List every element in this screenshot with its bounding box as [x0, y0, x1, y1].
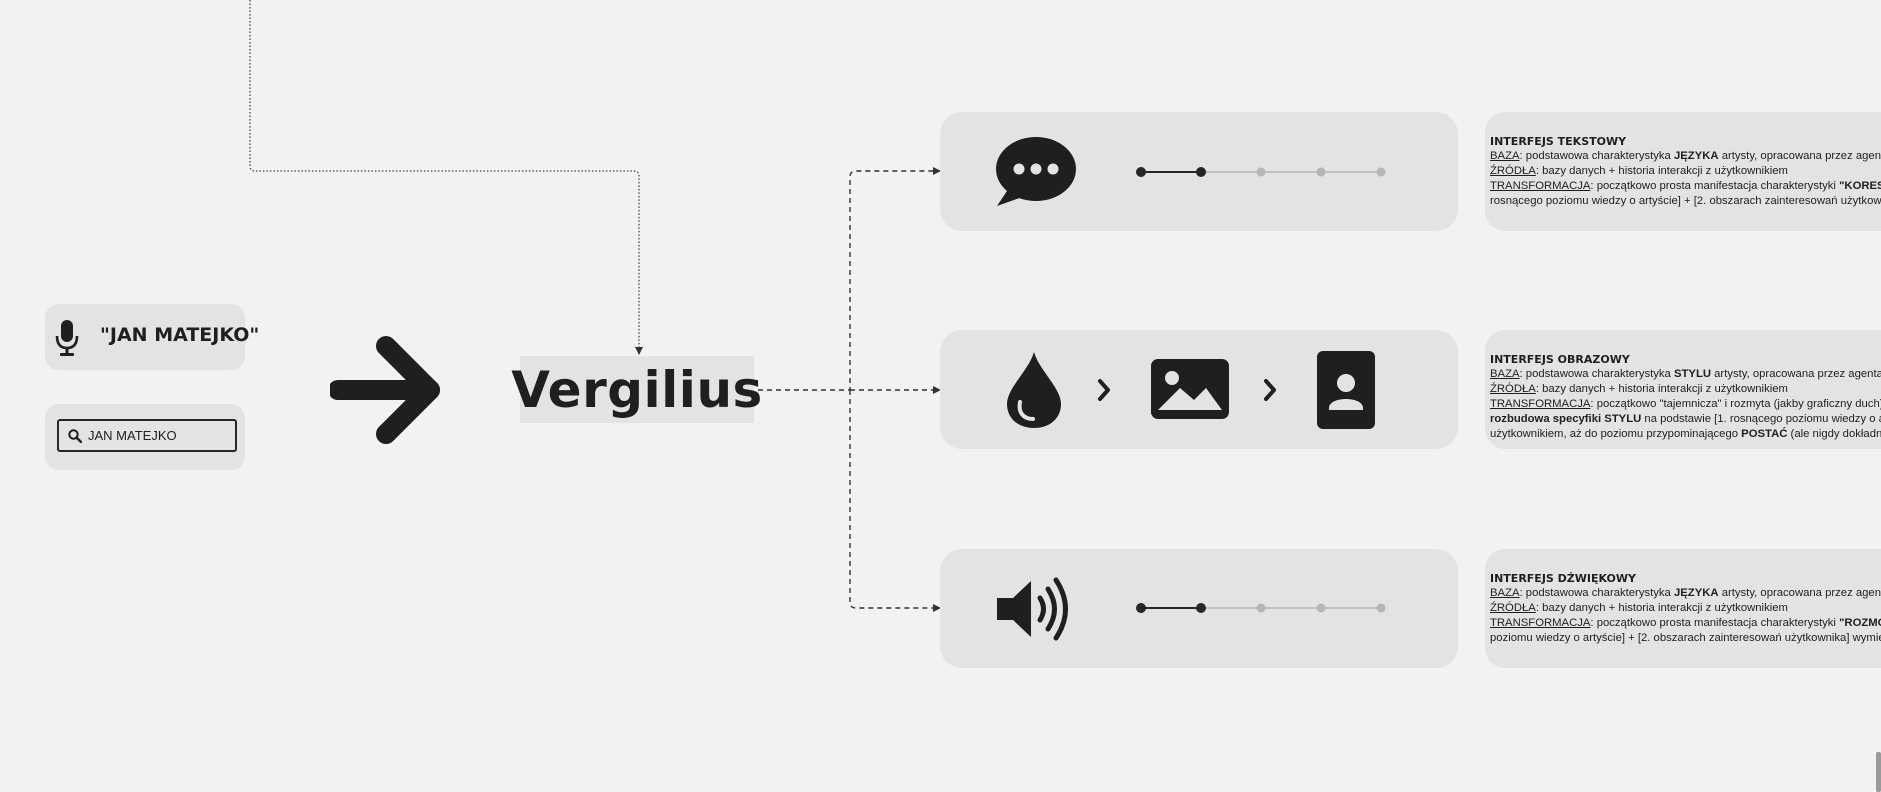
description-text: poziomu wiedzy o artyście] + [2. obszara… [1490, 632, 1881, 644]
microphone-icon [55, 320, 79, 356]
description-line: ŹRÓDŁA: bazy danych + historia interakcj… [1490, 164, 1881, 179]
description-key: TRANSFORMACJA [1490, 180, 1591, 192]
description-text: użytkownikiem, aż do poziomu przypominaj… [1490, 428, 1742, 440]
description-emphasis: rozbudowa specyfiki STYLU [1490, 413, 1642, 425]
audio-interface-lines: BAZA: podstawowa charakterystyka JĘZYKA … [1490, 586, 1881, 646]
audio-interface-description: INTERFEJS DŹWIĘKOWY BAZA: podstawowa cha… [1485, 549, 1881, 668]
description-line: BAZA: podstawowa charakterystyka JĘZYKA … [1490, 586, 1881, 601]
description-emphasis: STYLU [1673, 368, 1712, 380]
agent-name-box: Vergilius [511, 356, 762, 423]
visual-interface-title: INTERFEJS OBRAZOWY [1490, 353, 1630, 366]
description-key: TRANSFORMACJA [1490, 398, 1591, 410]
visual-interface-lines: BAZA: podstawowa charakterystyka STYLU a… [1490, 367, 1881, 442]
description-text: : podstawowa charakterystyka [1519, 587, 1674, 599]
description-key: BAZA [1490, 150, 1520, 162]
description-line: TRANSFORMACJA: początkowo prosta manifes… [1490, 179, 1881, 194]
description-line: TRANSFORMACJA: początkowo "tajemnicza" i… [1490, 397, 1881, 412]
description-emphasis: "KORESPON [1839, 180, 1881, 192]
top-input-connector [249, 0, 643, 355]
description-text: : początkowo "tajemnicza" i rozmyta (jak… [1590, 398, 1881, 410]
search-input[interactable]: JAN MATEJKO [57, 419, 237, 452]
progress-step [1376, 603, 1386, 613]
portrait-icon [1317, 351, 1375, 429]
audio-interface-title: INTERFEJS DŹWIĘKOWY [1490, 572, 1636, 585]
description-text: artysty, opracowana przez agenta w [1711, 368, 1881, 380]
ink-drop-icon [1007, 352, 1061, 428]
image-icon [1151, 359, 1229, 419]
description-emphasis: POSTAĆ [1741, 428, 1788, 440]
voice-query-text: "JAN MATEJKO" [100, 324, 260, 346]
agent-name: Vergilius [511, 360, 763, 419]
description-text: (ale nigdy dokładne [1787, 428, 1881, 440]
description-line: ŹRÓDŁA: bazy danych + historia interakcj… [1490, 382, 1881, 397]
description-emphasis: JĘZYKA [1673, 150, 1719, 162]
search-icon [68, 428, 82, 443]
progress-step-active [1136, 603, 1146, 613]
description-text: artysty, opracowana przez agenta w [1721, 150, 1881, 162]
audio-interface-progress [1136, 603, 1386, 613]
description-line: rosnącego poziomu wiedzy o artyście] + [… [1490, 194, 1881, 209]
description-line: BAZA: podstawowa charakterystyka STYLU a… [1490, 367, 1881, 382]
speaker-icon [997, 577, 1068, 641]
description-text: : podstawowa charakterystyka [1519, 368, 1674, 380]
description-text: : bazy danych + historia interakcji z uż… [1535, 165, 1788, 177]
progress-step-active [1136, 167, 1146, 177]
scrollbar-thumb[interactable] [1876, 752, 1881, 792]
text-interface-description: INTERFEJS TEKSTOWY BAZA: podstawowa char… [1485, 112, 1881, 231]
description-text: na podstawie [1. rosnącego poziomu wiedz… [1641, 413, 1881, 425]
description-key: ŹRÓDŁA [1490, 602, 1536, 614]
progress-step [1376, 167, 1386, 177]
description-key: BAZA [1490, 368, 1520, 380]
connector-to-text-interface [758, 167, 941, 391]
description-text: : bazy danych + historia interakcji z uż… [1535, 383, 1788, 395]
audio-interface-card [940, 549, 1458, 668]
progress-step [1256, 167, 1266, 177]
chevron-right-icon [1264, 379, 1276, 401]
chevron-right-icon [1098, 379, 1110, 401]
progress-step-active [1196, 603, 1206, 613]
description-key: TRANSFORMACJA [1490, 617, 1591, 629]
search-input-value: JAN MATEJKO [88, 428, 177, 443]
description-line: TRANSFORMACJA: początkowo prosta manifes… [1490, 616, 1881, 631]
progress-step-active [1196, 167, 1206, 177]
progress-step [1256, 603, 1266, 613]
connector-to-audio-interface [849, 390, 941, 612]
progress-step [1316, 167, 1326, 177]
visual-interface-description: INTERFEJS OBRAZOWY BAZA: podstawowa char… [1485, 330, 1881, 449]
text-interface-lines: BAZA: podstawowa charakterystyka JĘZYKA … [1490, 149, 1881, 209]
arrow-right-icon [330, 336, 440, 444]
description-emphasis: JĘZYKA [1673, 587, 1719, 599]
description-text: artysty, opracowana przez agenta w [1721, 587, 1881, 599]
description-text: : podstawowa charakterystyka [1519, 150, 1674, 162]
text-interface-card [940, 112, 1458, 231]
description-text: rosnącego poziomu wiedzy o artyście] + [… [1490, 195, 1881, 207]
description-key: ŹRÓDŁA [1490, 383, 1536, 395]
text-interface-title: INTERFEJS TEKSTOWY [1490, 135, 1627, 148]
description-text: : początkowo prosta manifestacja charakt… [1590, 180, 1840, 192]
chat-bubble-icon [996, 137, 1076, 206]
visual-interface-card [940, 330, 1458, 449]
progress-step [1316, 603, 1326, 613]
description-line: BAZA: podstawowa charakterystyka JĘZYKA … [1490, 149, 1881, 164]
description-key: ŹRÓDŁA [1490, 165, 1536, 177]
description-line: rozbudowa specyfiki STYLU na podstawie [… [1490, 412, 1881, 427]
voice-query-pill [45, 304, 245, 370]
description-text: : bazy danych + historia interakcji z uż… [1535, 602, 1788, 614]
description-emphasis: "ROZMOWY [1839, 617, 1881, 629]
description-text: : początkowo prosta manifestacja charakt… [1590, 617, 1840, 629]
description-line: użytkownikiem, aż do poziomu przypominaj… [1490, 427, 1881, 442]
description-line: ŹRÓDŁA: bazy danych + historia interakcj… [1490, 601, 1881, 616]
description-line: poziomu wiedzy o artyście] + [2. obszara… [1490, 631, 1881, 646]
description-key: BAZA [1490, 587, 1520, 599]
text-interface-progress [1136, 167, 1386, 177]
